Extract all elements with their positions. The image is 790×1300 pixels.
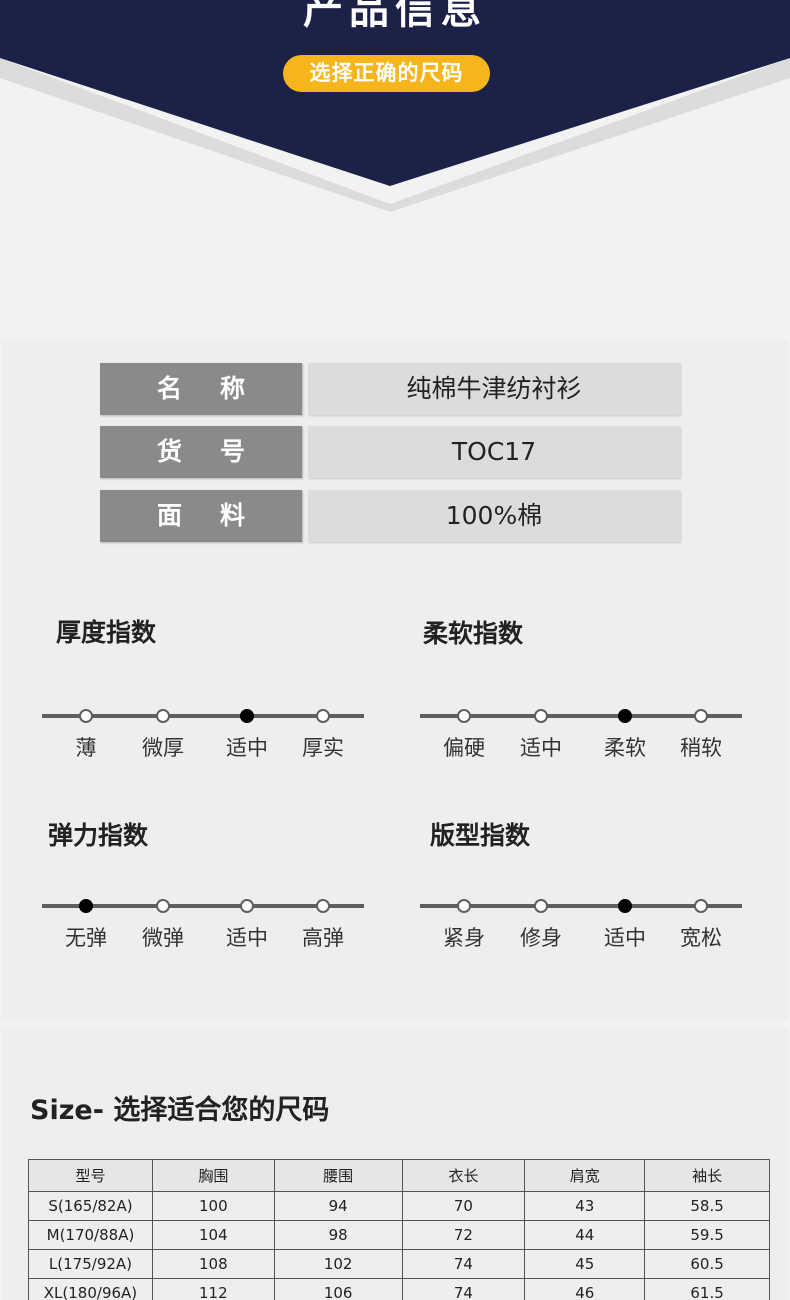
scale-track xyxy=(420,714,742,718)
softness-index-scale: 偏硬 适中 柔软 稍软 xyxy=(420,705,742,760)
page-title: 产品信息 xyxy=(303,0,487,33)
table-cell: S(165/82A) xyxy=(28,1191,153,1221)
size-chart-section: Size- 选择适合您的尺码 型号 胸围 腰围 衣长 肩宽 袖长 S(165/8… xyxy=(2,1028,788,1300)
table-cell: 102 xyxy=(273,1249,403,1279)
scale-option-label: 无弹 xyxy=(65,926,107,950)
table-cell: XL(180/96A) xyxy=(28,1278,153,1300)
table-cell: 58.5 xyxy=(644,1191,770,1221)
table-cell: 61.5 xyxy=(644,1278,770,1300)
table-cell: 104 xyxy=(151,1220,275,1250)
table-row: L(175/92A) 108 102 74 45 60.5 xyxy=(28,1249,770,1279)
scale-dot xyxy=(156,899,170,913)
info-key: 面料 xyxy=(100,490,302,542)
scale-option-label: 偏硬 xyxy=(443,736,485,760)
table-cell: M(170/88A) xyxy=(28,1220,153,1250)
info-value: 纯棉牛津纺衬衫 xyxy=(308,363,680,415)
scale-dot xyxy=(240,899,254,913)
table-cell: 45 xyxy=(524,1249,646,1279)
info-key: 名称 xyxy=(100,363,302,415)
scale-option-label: 柔软 xyxy=(604,736,646,760)
scale-option-label: 宽松 xyxy=(680,926,722,950)
scale-dot xyxy=(79,709,93,723)
header-banner-shape xyxy=(0,0,790,212)
table-row: S(165/82A) 100 94 70 43 58.5 xyxy=(28,1191,770,1221)
scale-dot xyxy=(534,899,548,913)
size-guide-badge: 选择正确的尺码 xyxy=(283,55,490,92)
product-spec-panel: 名称 纯棉牛津纺衬衫 货号 TOC17 面料 100%棉 厚度指数 薄微厚适中厚… xyxy=(2,340,788,1020)
size-chart-table: 型号 胸围 腰围 衣长 肩宽 袖长 S(165/82A) 100 94 70 4… xyxy=(28,1159,770,1300)
table-cell: 46 xyxy=(524,1278,646,1300)
table-row: XL(180/96A) 112 106 74 46 61.5 xyxy=(28,1278,770,1300)
scale-option-label: 适中 xyxy=(604,926,646,950)
scale-dot xyxy=(694,899,708,913)
info-value: 100%棉 xyxy=(308,490,680,542)
table-cell: 44 xyxy=(524,1220,646,1250)
scale-dot-selected xyxy=(240,709,254,723)
scale-dot xyxy=(534,709,548,723)
column-header: 衣长 xyxy=(401,1159,526,1192)
table-cell: 72 xyxy=(401,1220,526,1250)
scale-track xyxy=(42,714,364,718)
table-cell: 108 xyxy=(151,1249,275,1279)
scale-dot-selected xyxy=(79,899,93,913)
product-info-header: 产品信息 选择正确的尺码 xyxy=(0,0,790,340)
scale-option-label: 适中 xyxy=(226,736,268,760)
column-header: 胸围 xyxy=(151,1159,275,1192)
table-cell: 106 xyxy=(273,1278,403,1300)
scale-dot-selected xyxy=(618,899,632,913)
scale-dot xyxy=(457,899,471,913)
scale-option-label: 修身 xyxy=(520,926,562,950)
fit-index-scale: 紧身 修身 适中 宽松 xyxy=(420,895,742,950)
info-row-sku: 货号 TOC17 xyxy=(100,426,680,478)
table-cell: 98 xyxy=(273,1220,403,1250)
table-cell: 70 xyxy=(401,1191,526,1221)
scale-option-label: 适中 xyxy=(520,736,562,760)
scale-dot-selected xyxy=(618,709,632,723)
elasticity-index-scale: 无弹 微弹 适中 高弹 xyxy=(42,895,364,950)
size-chart-title: Size- 选择适合您的尺码 xyxy=(30,1095,330,1126)
scale-dot xyxy=(694,709,708,723)
table-cell: 59.5 xyxy=(644,1220,770,1250)
scale-dot xyxy=(316,899,330,913)
table-cell: 100 xyxy=(151,1191,275,1221)
elasticity-index-title: 弹力指数 xyxy=(48,821,149,850)
table-row: M(170/88A) 104 98 72 44 59.5 xyxy=(28,1220,770,1250)
fit-index-title: 版型指数 xyxy=(430,821,531,850)
column-header: 型号 xyxy=(28,1159,153,1192)
scale-option-label: 薄 xyxy=(75,736,97,760)
scale-dot xyxy=(156,709,170,723)
table-cell: 112 xyxy=(151,1278,275,1300)
column-header: 腰围 xyxy=(273,1159,403,1192)
table-cell: 74 xyxy=(401,1278,526,1300)
table-cell: 74 xyxy=(401,1249,526,1279)
scale-track xyxy=(420,904,742,908)
scale-option-label: 厚实 xyxy=(302,736,344,760)
scale-option-label: 紧身 xyxy=(443,926,485,950)
scale-dot xyxy=(316,709,330,723)
column-header: 肩宽 xyxy=(524,1159,646,1192)
info-row-fabric: 面料 100%棉 xyxy=(100,490,680,542)
scale-option-label: 高弹 xyxy=(302,926,344,950)
table-header-row: 型号 胸围 腰围 衣长 肩宽 袖长 xyxy=(28,1159,770,1192)
thickness-index-title: 厚度指数 xyxy=(56,618,157,647)
info-row-name: 名称 纯棉牛津纺衬衫 xyxy=(100,363,680,415)
scale-track xyxy=(42,904,364,908)
scale-option-label: 微弹 xyxy=(142,926,184,950)
scale-option-label: 适中 xyxy=(226,926,268,950)
table-cell: L(175/92A) xyxy=(28,1249,153,1279)
table-cell: 60.5 xyxy=(644,1249,770,1279)
softness-index-title: 柔软指数 xyxy=(423,619,524,648)
column-header: 袖长 xyxy=(644,1159,770,1192)
info-value: TOC17 xyxy=(308,426,680,478)
thickness-index-scale: 薄 微厚 适中 厚实 xyxy=(42,705,364,760)
info-key: 货号 xyxy=(100,426,302,478)
scale-option-label: 微厚 xyxy=(142,736,184,760)
scale-dot xyxy=(457,709,471,723)
table-cell: 94 xyxy=(273,1191,403,1221)
scale-option-label: 稍软 xyxy=(680,736,722,760)
table-cell: 43 xyxy=(524,1191,646,1221)
